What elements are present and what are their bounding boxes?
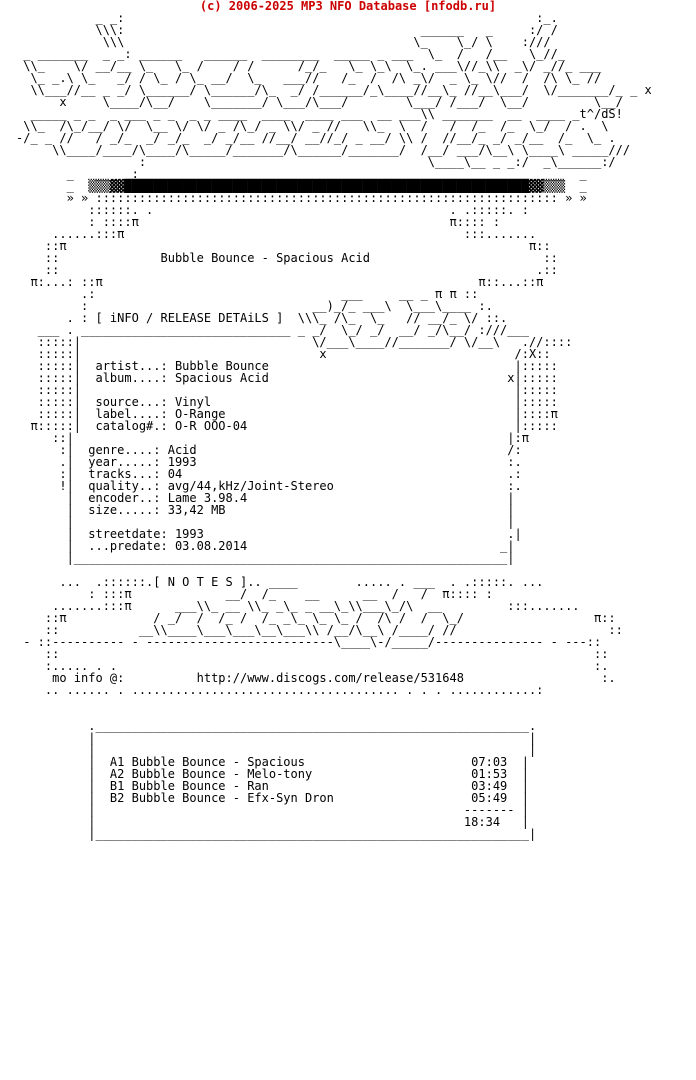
nfo-line: \\___//__ _ _/ \______/ \______/\_ _/ /_… xyxy=(16,83,652,97)
nfo-line: :: .:: xyxy=(16,263,558,277)
nfo-line: | | xyxy=(16,515,515,529)
nfo-line: . : [ iNFO / RELEASE DETAiLS ] \\\_ /\_ … xyxy=(16,311,508,325)
nfo-line: _ _______ _ _: ______ ______ ________ __… xyxy=(16,47,566,61)
nfo-line: \\_ \/ __/__ \_ \_ / / / /_/_ \_ \_\ \_.… xyxy=(16,59,602,73)
nfo-line: _ ___ :_________________________________… xyxy=(16,167,587,181)
nfo-line: :| genre....: Acid /: xyxy=(16,443,522,457)
nfo-line: - ::---------- - -----------------------… xyxy=(16,635,602,649)
nfo-line: :::::| |::::: xyxy=(16,383,558,397)
nfo-line: \_ _.\ \_ _/ / \_ / \_ __/ \_ ___// /_ /… xyxy=(16,71,602,85)
nfo-line: _ _: :_. xyxy=(16,11,558,25)
nfo-line: .: ___ __ _ π π :: xyxy=(16,287,479,301)
nfo-line: | streetdate: 1993 .| xyxy=(16,527,522,541)
nfo-line: π:...: ::π π::...::π xyxy=(16,275,544,289)
nfo-line: :::::| artist...: Bubble Bounce |::::: xyxy=(16,359,558,373)
nfo-line: :: :: xyxy=(16,647,609,661)
nfo-line: \\_ /\_/__/ \/ \__ \/ \/ _ /\_/ _ \\/ _ … xyxy=(16,119,609,133)
nfo-line: | B2 Bubble Bounce - Efx-Syn Dron 05:49 … xyxy=(16,791,529,805)
nfo-line: \\\ \_ \_/ \ :/// xyxy=(16,35,551,49)
nfo-line: -/_ _ // / _/_ _/ _/_ _/ _/__ //__/ __//… xyxy=(16,131,616,145)
nfo-line: _ ▒▒▒▓▓█████████████████████████████████… xyxy=(16,179,587,193)
nfo-line: | ------- | xyxy=(16,803,529,817)
nfo-line: _____ _ _ _ ___ _ _ _ _ ____ ____ ____ _… xyxy=(16,107,623,121)
site-header-title: (c) 2006-2025 MP3 NFO Database [nfodb.ru… xyxy=(199,0,497,13)
nfo-line: |_______________________________________… xyxy=(16,551,515,565)
nfo-line: ._______________________________________… xyxy=(16,719,537,733)
nfo-line: :::::| album....: Spacious Acid x|::::: xyxy=(16,371,558,385)
nfo-line: | encoder..: Lame 3.98.4 | xyxy=(16,491,515,505)
nfo-line: » » ::::::::::::::::::::::::::::::::::::… xyxy=(16,191,587,205)
nfo-line: | B1 Bubble Bounce - Ran 03:49 | xyxy=(16,779,529,793)
nfo-line: | A1 Bubble Bounce - Spacious 07:03 | xyxy=(16,755,529,769)
nfo-line: :::::| label....: O-Range |::::π xyxy=(16,407,558,421)
nfo-line: | size.....: 33,42 MB | xyxy=(16,503,515,517)
nfo-line: \\\: ______ _ :/ / xyxy=(16,23,558,37)
nfo-line: ::| |:π xyxy=(16,431,529,445)
nfo-line: :::::| \/___\____//_______/ \/__\ .//:::… xyxy=(16,335,573,349)
nfo-line: :| tracks...: 04 .: xyxy=(16,467,522,481)
nfo-line: : __)_/_ ___\ \___\____ :. xyxy=(16,299,493,313)
nfo-line: .. ...... . ............................… xyxy=(16,683,544,697)
nfo-line xyxy=(16,696,652,708)
nfo-line: ::π / _/ / /_ / /_ _\_ \_ \_ / /\ / / \_… xyxy=(16,611,616,625)
nfo-line: : \____\__ _ _:/ _\______:/ xyxy=(16,155,616,169)
nfo-line: .| year.....: 1993 :. xyxy=(16,455,522,469)
nfo-line: ... .::::::.[ N O T E S ].. ____ ..... .… xyxy=(16,575,544,589)
nfo-line: | | xyxy=(16,743,537,757)
nfo-line: ::π π:: xyxy=(16,239,551,253)
nfo-line: :::::| source...: Vinyl |::::: xyxy=(16,395,558,409)
nfo-line: !| quality..: avg/44,kHz/Joint-Stereo :. xyxy=(16,479,522,493)
nfo-line: | | xyxy=(16,731,537,745)
nfo-line: :::::| x /:X:: xyxy=(16,347,551,361)
nfo-line: ......:::π :::....... xyxy=(16,227,537,241)
nfo-line: |_______________________________________… xyxy=(16,827,537,841)
nfo-line: | ...predate: 03.08.2014 _| xyxy=(16,539,515,553)
nfo-line: π:::::| catalog#.: O-R OOO-04 |::::: xyxy=(16,419,558,433)
nfo-line: | 18:34 | xyxy=(16,815,529,829)
nfo-line: : ::::π π:::: : xyxy=(16,215,501,229)
nfo-line: ___ . _____________________________ _ _/… xyxy=(16,323,529,337)
nfo-line: mo info @: http://www.discogs.com/releas… xyxy=(16,671,616,685)
nfo-line: :: __\\____\___\___\__\___\\ /__/\__\ /_… xyxy=(16,623,623,637)
nfo-line: | A2 Bubble Bounce - Melo-tony 01:53 | xyxy=(16,767,529,781)
nfo-line: ::::::. . . .:::::. : xyxy=(16,203,529,217)
nfo-line: :..... . . :. xyxy=(16,659,609,673)
nfo-line: .......:::π ___\\_ __ \\_ _\_ _ __\_\\__… xyxy=(16,599,580,613)
nfo-line: : :::π __/ /_ __ __ / / π:::: : xyxy=(16,587,493,601)
nfo-line: \\____/____/\____/\_____/_______/\______… xyxy=(16,143,631,157)
nfo-line: :: Bubble Bounce - Spacious Acid :: xyxy=(16,251,558,265)
nfo-line: x \____/\__/ \_______/ \___/\___/ \___/ … xyxy=(16,95,623,109)
nfo-ascii-art: _ _: :_. \\\: ______ _ :/ / \\\ \_ xyxy=(16,12,652,840)
